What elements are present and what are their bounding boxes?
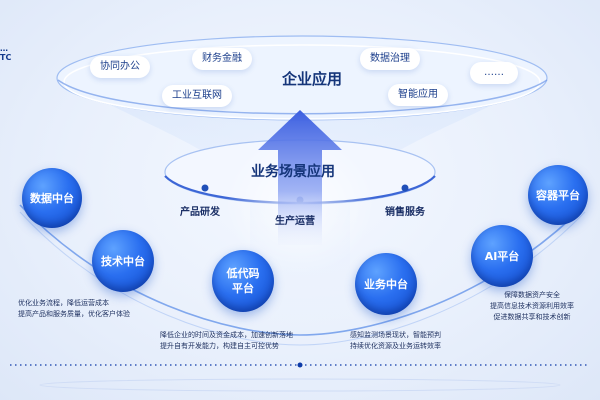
desc-center-right-line-1: 感知监测场景现状，智能预判 <box>350 331 441 339</box>
desc-right-line-3: 促进数据共享和技术创新 <box>493 313 571 321</box>
node-data-platform: 数据中台 <box>22 168 82 228</box>
pill-industrial-iot: 工业互联网 <box>162 85 232 107</box>
desc-left: 优化业务流程，降低运营成本 提高产品和服务质量，优化客户体验 <box>18 298 130 320</box>
logo: … TC <box>0 44 11 62</box>
node-tech-platform: 技术中台 <box>92 230 154 292</box>
node-ai-platform-label: AI平台 <box>484 249 520 263</box>
desc-right-line-2: 提高信息技术资源利用效率 <box>490 302 574 310</box>
desc-center-line-1: 降低企业的时间及资金成本，加速创新落地 <box>160 331 293 339</box>
node-container-platform-label: 容器平台 <box>536 188 580 202</box>
enterprise-apps-title: 企业应用 <box>282 70 343 88</box>
scene-rnd: 产品研发 <box>180 207 220 218</box>
node-business-platform-label: 业务中台 <box>364 277 408 291</box>
desc-right: 保障数据资产安全 提高信息技术资源利用效率 促进数据共享和技术创新 <box>490 290 574 323</box>
pill-smart-apps: 智能应用 <box>388 84 448 106</box>
pill-finance: 财务金融 <box>192 48 252 70</box>
desc-left-line-1: 优化业务流程，降低运营成本 <box>18 299 109 307</box>
node-lowcode-line1: 低代码 <box>226 267 260 280</box>
node-container-platform: 容器平台 <box>528 165 588 225</box>
node-lowcode-platform: 低代码 平台 <box>212 250 274 312</box>
logo-line-2: TC <box>0 53 12 62</box>
desc-center-right-line-2: 持续优化资源及业务运转效率 <box>350 342 441 350</box>
pill-collab-office: 协同办公 <box>90 56 150 78</box>
desc-left-line-2: 提高产品和服务质量，优化客户体验 <box>18 310 130 318</box>
desc-center-line-2: 提升自有开发能力，构建自主可控优势 <box>160 342 279 350</box>
pill-data-governance: 数据治理 <box>360 48 420 70</box>
node-lowcode-line2: 平台 <box>232 282 254 295</box>
desc-center-right: 感知监测场景现状，智能预判 持续优化资源及业务运转效率 <box>350 330 441 352</box>
node-tech-platform-label: 技术中台 <box>101 254 145 268</box>
node-ai-platform: AI平台 <box>471 225 533 287</box>
logo-line-1: … <box>0 44 8 53</box>
desc-center: 降低企业的时间及资金成本，加速创新落地 提升自有开发能力，构建自主可控优势 <box>160 330 293 352</box>
scene-sales: 销售服务 <box>385 207 425 218</box>
business-scenarios-title: 业务场景应用 <box>251 164 335 180</box>
node-data-platform-label: 数据中台 <box>30 191 74 205</box>
scene-operations: 生产运营 <box>275 216 315 227</box>
node-business-platform: 业务中台 <box>355 253 417 315</box>
desc-right-line-1: 保障数据资产安全 <box>504 291 560 299</box>
pill-more: …… <box>470 62 518 84</box>
